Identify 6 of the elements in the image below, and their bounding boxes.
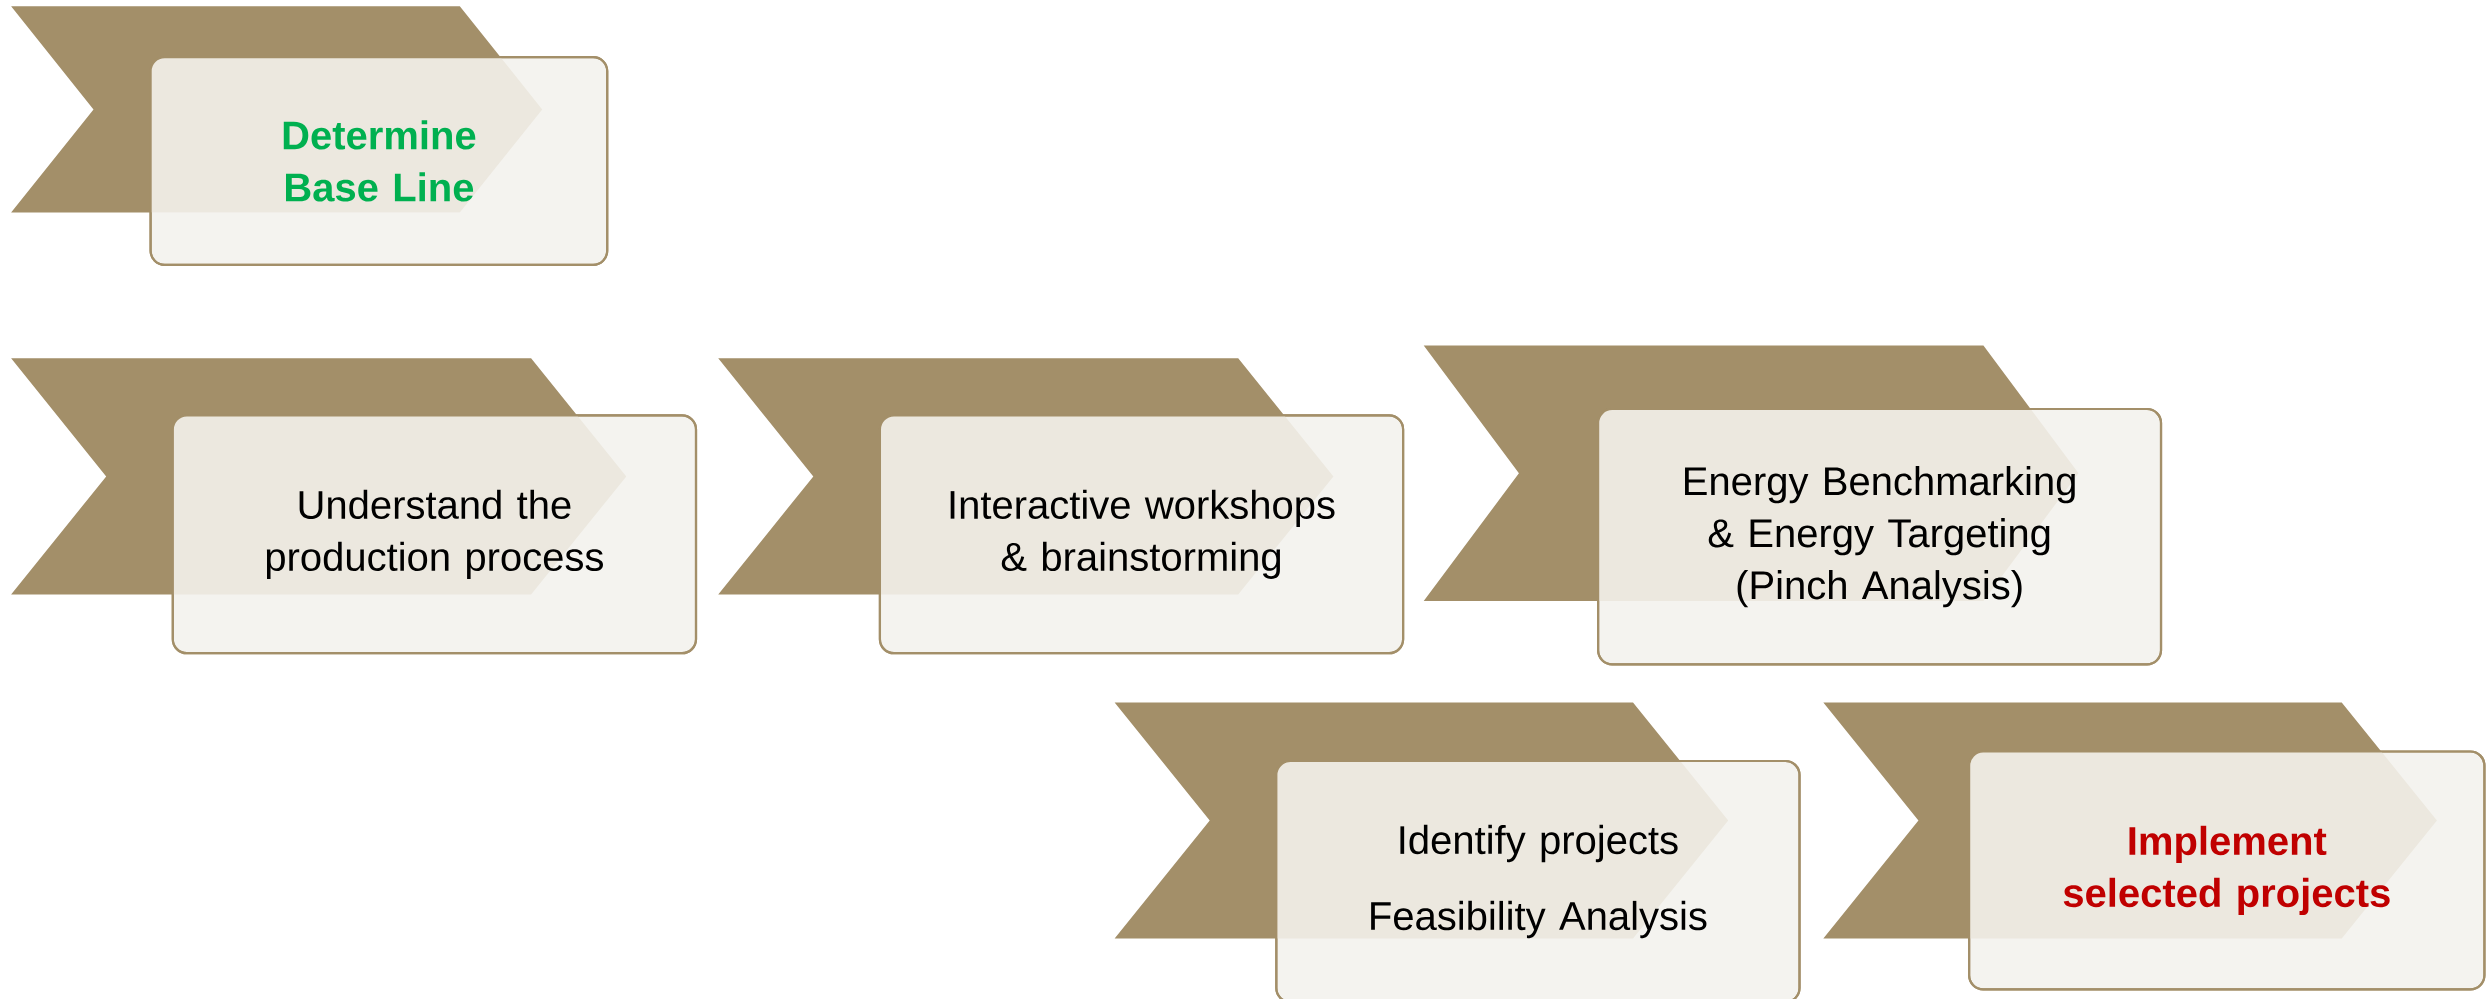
process-box: Determine Base Line bbox=[149, 56, 609, 266]
process-box: Understand the production process bbox=[171, 414, 698, 655]
process-box: Energy Benchmarking & Energy Targeting (Pinch Analysis) bbox=[1597, 407, 2163, 666]
process-box: Implement selected projects bbox=[1968, 750, 2486, 991]
process-box: Identify projects Feasibility Analysis bbox=[1275, 759, 1801, 999]
process-box: Interactive workshops & brainstorming bbox=[878, 414, 1405, 655]
